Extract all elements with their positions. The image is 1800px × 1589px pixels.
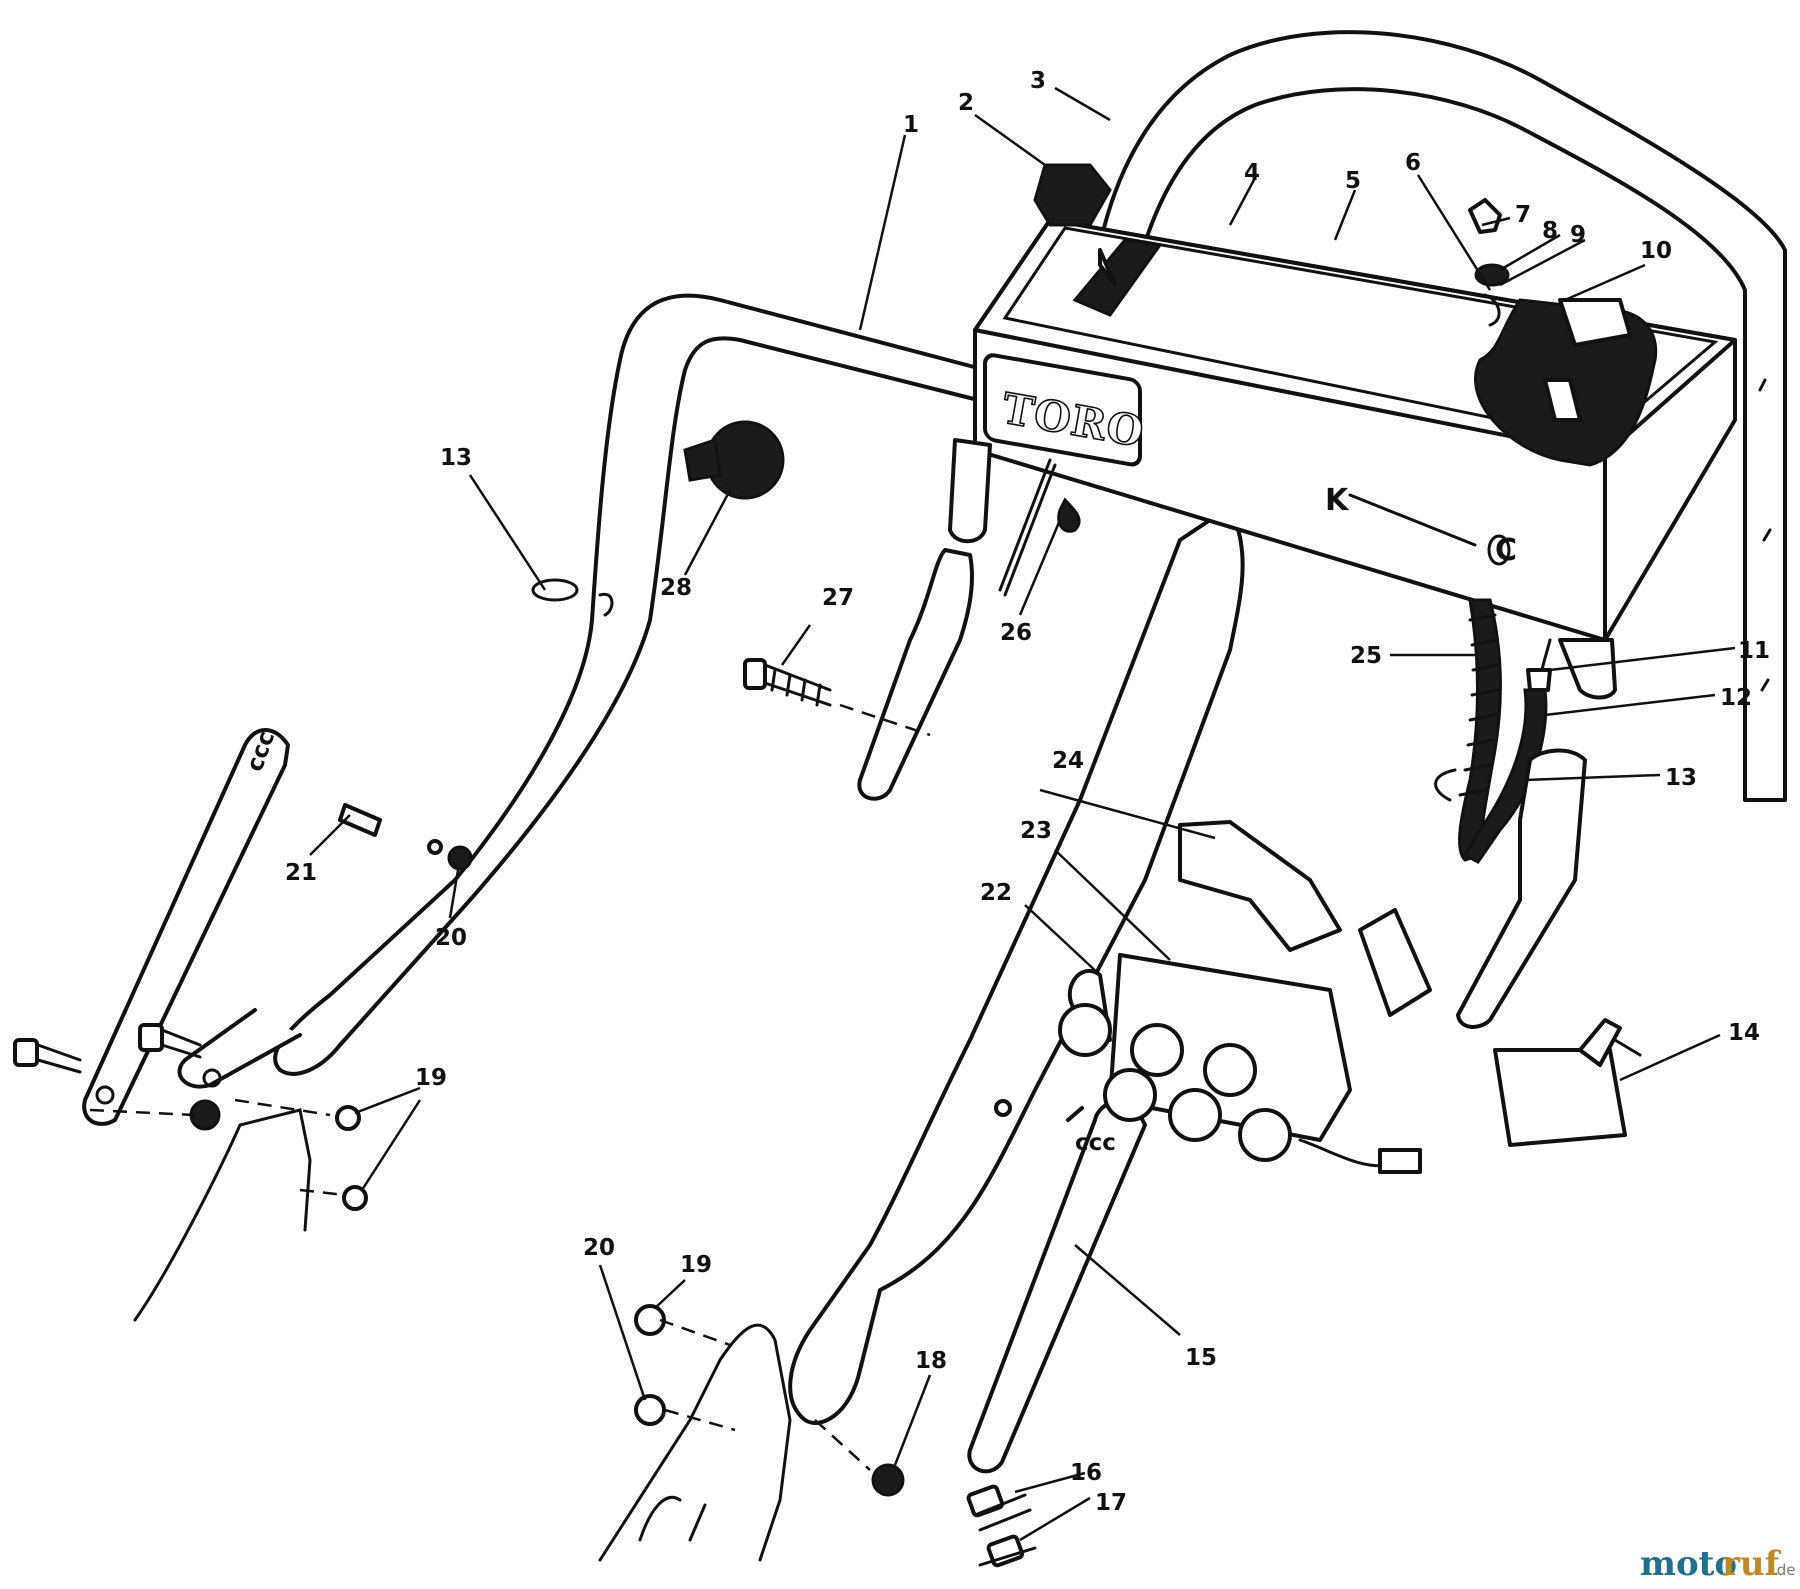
right-bracket	[1456, 748, 1587, 1029]
callout-16: 16	[1070, 1460, 1102, 1486]
left-fasteners	[13, 578, 614, 1211]
watermark-moto: moto	[1640, 1544, 1737, 1584]
callout-18: 18	[915, 1348, 947, 1374]
callout-22: 22	[980, 880, 1012, 906]
left-stand	[82, 728, 1147, 1562]
leader-lines	[309, 86, 1736, 1542]
callout-17: 17	[1095, 1490, 1127, 1516]
callout-19-left: 19	[415, 1065, 447, 1091]
bolt-part-27	[743, 658, 931, 737]
callout-2: 2	[958, 90, 974, 116]
callout-4: 4	[1244, 160, 1260, 186]
callout-8: 8	[1542, 218, 1558, 244]
lower-handle	[177, 293, 980, 1089]
upper-handle	[1088, 30, 1787, 802]
callout-11: 11	[1738, 638, 1770, 664]
callout-26: 26	[1000, 620, 1032, 646]
handle-bracket-right: ccc	[1066, 1106, 1116, 1156]
solenoid-block	[1058, 820, 1432, 1174]
callout-27: 27	[822, 585, 854, 611]
callout-13-left: 13	[440, 445, 472, 471]
callout-7: 7	[1515, 202, 1531, 228]
slot-marker-c: C	[1495, 533, 1517, 568]
callout-1: 1	[903, 112, 919, 138]
right-handle-tube	[788, 518, 1245, 1425]
callout-19-bottom: 19	[680, 1252, 712, 1278]
callout-10: 10	[1640, 238, 1672, 264]
callout-13-right: 13	[1665, 765, 1697, 791]
callout-25: 25	[1350, 643, 1382, 669]
callout-9: 9	[1570, 222, 1586, 248]
knob-part-28	[683, 420, 785, 500]
callout-6: 6	[1405, 150, 1421, 176]
bracket-holes-mark: ccc	[1075, 1130, 1116, 1156]
callout-12: 12	[1720, 685, 1752, 711]
cable-assembly	[1434, 598, 1552, 864]
callout-20-bottom: 20	[583, 1235, 615, 1261]
callout-20-left: 20	[435, 925, 467, 951]
screw-part-26	[998, 458, 1081, 597]
bottom-fasteners	[634, 1304, 1037, 1568]
callout-21: 21	[285, 860, 317, 886]
callout-3: 3	[1030, 68, 1046, 94]
controls-top	[1033, 163, 1658, 467]
callout-labels: 1 2 3 4 5 6 7 8 9 10 11 12 13 13 14 15 1…	[285, 68, 1770, 1516]
watermark-ruf: ruf	[1722, 1544, 1782, 1584]
console-tubes	[857, 438, 1617, 801]
callout-15: 15	[1185, 1345, 1217, 1371]
slot-marker-k: K	[1325, 483, 1350, 518]
callout-23: 23	[1020, 818, 1052, 844]
watermark: moto ruf .de	[1640, 1544, 1796, 1584]
watermark-suffix: .de	[1772, 1561, 1796, 1579]
callout-5: 5	[1345, 168, 1361, 194]
callout-28: 28	[660, 575, 692, 601]
callout-14: 14	[1728, 1020, 1760, 1046]
callout-24: 24	[1052, 748, 1084, 774]
cover-part-14	[1493, 1018, 1642, 1147]
